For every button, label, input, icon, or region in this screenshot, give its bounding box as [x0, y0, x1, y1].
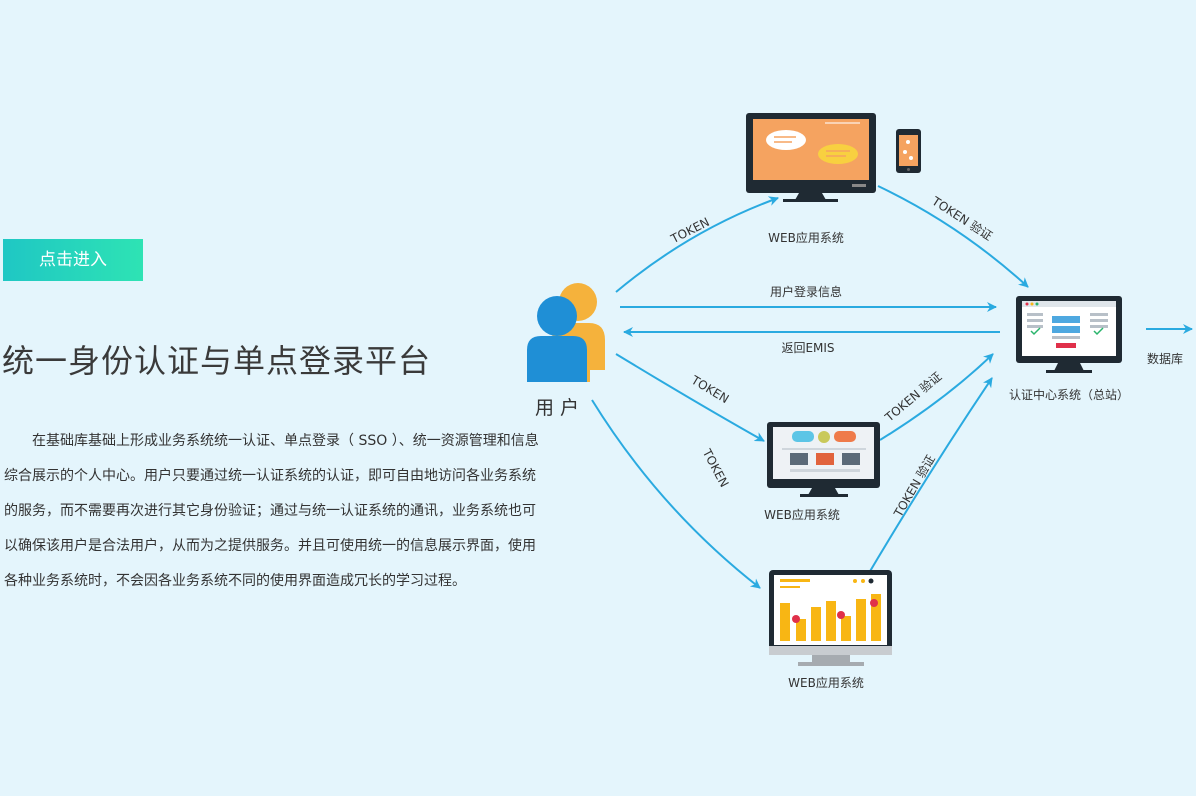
edge-user-to-web-bottom — [591, 399, 761, 589]
user-icon — [527, 283, 605, 382]
auth-center-label: 认证中心系统（总站） — [1009, 387, 1129, 402]
edge-web-bottom-to-auth — [865, 377, 993, 579]
web-monitor-top-icon — [746, 113, 876, 202]
edge-label-token-top: TOKEN — [668, 215, 712, 247]
description-text: 在基础库基础上形成业务系统统一认证、单点登录（ SSO ）、统一资源管理和信息综… — [4, 433, 539, 589]
web-monitor-middle-icon — [767, 422, 880, 497]
web-monitor-bottom-icon — [769, 570, 892, 666]
edge-label-return-emis: 返回EMIS — [781, 341, 834, 355]
database-label: 数据库 — [1147, 351, 1183, 366]
enter-button[interactable]: 点击进入 — [3, 239, 143, 281]
edge-label-token-verify-mid: TOKEN 验证 — [881, 369, 944, 426]
edge-user-to-web-top — [615, 196, 779, 293]
auth-center-monitor-icon — [1016, 296, 1122, 373]
edge-label-token-verify-bottom: TOKEN 验证 — [890, 452, 938, 520]
edge-label-token-bottom: TOKEN — [699, 446, 731, 490]
edge-web-mid-to-auth — [879, 353, 994, 441]
page-title: 统一身份认证与单点登录平台 — [2, 342, 432, 380]
edge-web-top-to-auth — [877, 185, 1029, 288]
web-mid-label: WEB应用系统 — [764, 507, 840, 522]
smartphone-icon — [896, 129, 921, 173]
user-label: 用 户 — [535, 397, 579, 419]
edge-user-to-web-mid — [615, 353, 765, 442]
edge-label-login-info: 用户登录信息 — [770, 284, 842, 299]
web-top-label: WEB应用系统 — [768, 230, 844, 245]
web-bottom-label: WEB应用系统 — [788, 675, 864, 690]
